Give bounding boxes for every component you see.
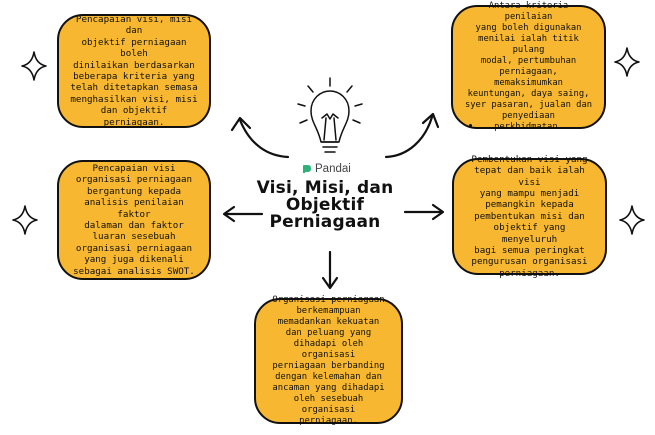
- box-text-line: perniagaan berbanding: [272, 361, 385, 371]
- box-text-line: objektif yang menyeluruh: [493, 222, 566, 245]
- box-text-line: Pencapaian visi: [92, 162, 176, 174]
- box-text-line: perkhidmatan.: [494, 122, 563, 132]
- box-text-line: memadankan kekuatan: [277, 317, 380, 327]
- arrowhead-middle-right: [431, 203, 445, 221]
- box-text-line: tepat dan baik ialah visi: [474, 165, 585, 188]
- box-text-line: perniagaan.: [499, 267, 560, 279]
- box-text-line: berkemampuan: [296, 306, 361, 316]
- box-text-line: dihadapi oleh organisasi: [293, 339, 364, 360]
- box-text-line: modal, pertumbuhan: [480, 56, 577, 66]
- diagram-title: Visi, Misi, dan Objektif Perniagaan: [255, 180, 395, 231]
- sparkle-icon: [12, 47, 645, 235]
- box-text-line: beberapa kriteria yang: [73, 71, 195, 82]
- box-text-line: penyediaan: [502, 111, 555, 121]
- box-text-line: sebagai analisis SWOT.: [73, 265, 195, 277]
- box-text-line: bagi semua peringkat: [474, 245, 585, 257]
- box-text-line: yang boleh digunakan: [475, 23, 582, 33]
- box-text-line: luaran sesebuah: [92, 231, 176, 243]
- arrow-to-top-right: [384, 115, 434, 159]
- arrowhead-top-left: [230, 116, 252, 132]
- box-text-line: pengurusan organisasi: [471, 256, 588, 268]
- box-text-line: memaksimumkan: [494, 78, 563, 88]
- arrowhead-bottom: [321, 276, 339, 290]
- box-text-line: menghasilkan visi, misi: [70, 93, 198, 105]
- box-text-line: Pembentukan visi yang: [471, 153, 588, 165]
- box-text-line: perniagaan.: [299, 416, 358, 426]
- box-text-line: Pencapaian visi, misi dan: [75, 13, 193, 37]
- box-text-line: dengan kelemahan dan: [275, 372, 382, 382]
- box-text-line: syer pasaran, jualan dan: [464, 100, 593, 110]
- box-text-line: dalaman dan faktor: [84, 220, 184, 231]
- box-top-left: Pencapaian visi, misi dan objektif perni…: [57, 14, 211, 128]
- box-middle-left: Pencapaian visi organisasi perniagaan be…: [57, 160, 211, 280]
- box-text-line: telah ditetapkan semasa: [70, 82, 198, 94]
- brand-label: Pandai: [302, 163, 351, 175]
- arrowhead-top-right: [421, 112, 440, 129]
- title-line: Visi, Misi, dan: [256, 178, 394, 198]
- box-text-line: perniagaan,: [499, 67, 558, 77]
- box-text-line: organisasi perniagaan: [75, 174, 193, 186]
- arrow-to-top-left: [238, 118, 290, 159]
- box-text-line: dinilaikan berdasarkan: [73, 59, 195, 71]
- box-bottom: Organisasi perniagaan berkemampuan memad…: [254, 295, 403, 426]
- box-text-line: organisasi perniagaan: [75, 242, 193, 254]
- box-text-line: yang mampu menjadi: [479, 187, 580, 199]
- box-text-line: yang juga dikenali: [84, 254, 184, 266]
- lightbulb-icon: [297, 77, 363, 153]
- title-line: Perniagaan: [269, 212, 381, 232]
- box-text-line: Organisasi perniagaan: [272, 295, 385, 305]
- box-text-line: pemangkin kepada: [485, 199, 574, 211]
- box-text-line: dan objektif perniagaan.: [100, 105, 168, 128]
- box-text-line: oleh sesebuah organisasi: [293, 394, 364, 415]
- box-text-line: ancaman yang dihadapi: [272, 383, 385, 393]
- box-top-right: Antara kriteria penilaian yang boleh dig…: [451, 1, 606, 132]
- box-text-line: analisis penilaian faktor: [84, 197, 184, 220]
- box-text-line: objektif perniagaan boleh: [81, 36, 187, 60]
- bullet-dot: [469, 124, 472, 127]
- arrowhead-middle-left: [222, 205, 236, 223]
- box-text-line: menilai ialah titik pulang: [478, 34, 579, 55]
- brand-logo-icon: [303, 165, 311, 173]
- box-text-line: keuntungan, daya saing,: [467, 89, 590, 99]
- brand-name: Pandai: [315, 163, 351, 175]
- box-middle-right: Pembentukan visi yang tepat dan baik ial…: [452, 154, 607, 279]
- box-text-line: pembentukan misi dan: [474, 210, 585, 222]
- title-line: Objektif: [285, 195, 365, 215]
- box-text-line: Antara kriteria penilaian: [488, 1, 569, 22]
- box-text-line: dan peluang yang: [285, 328, 372, 338]
- box-text-line: bergantung kepada: [86, 185, 182, 197]
